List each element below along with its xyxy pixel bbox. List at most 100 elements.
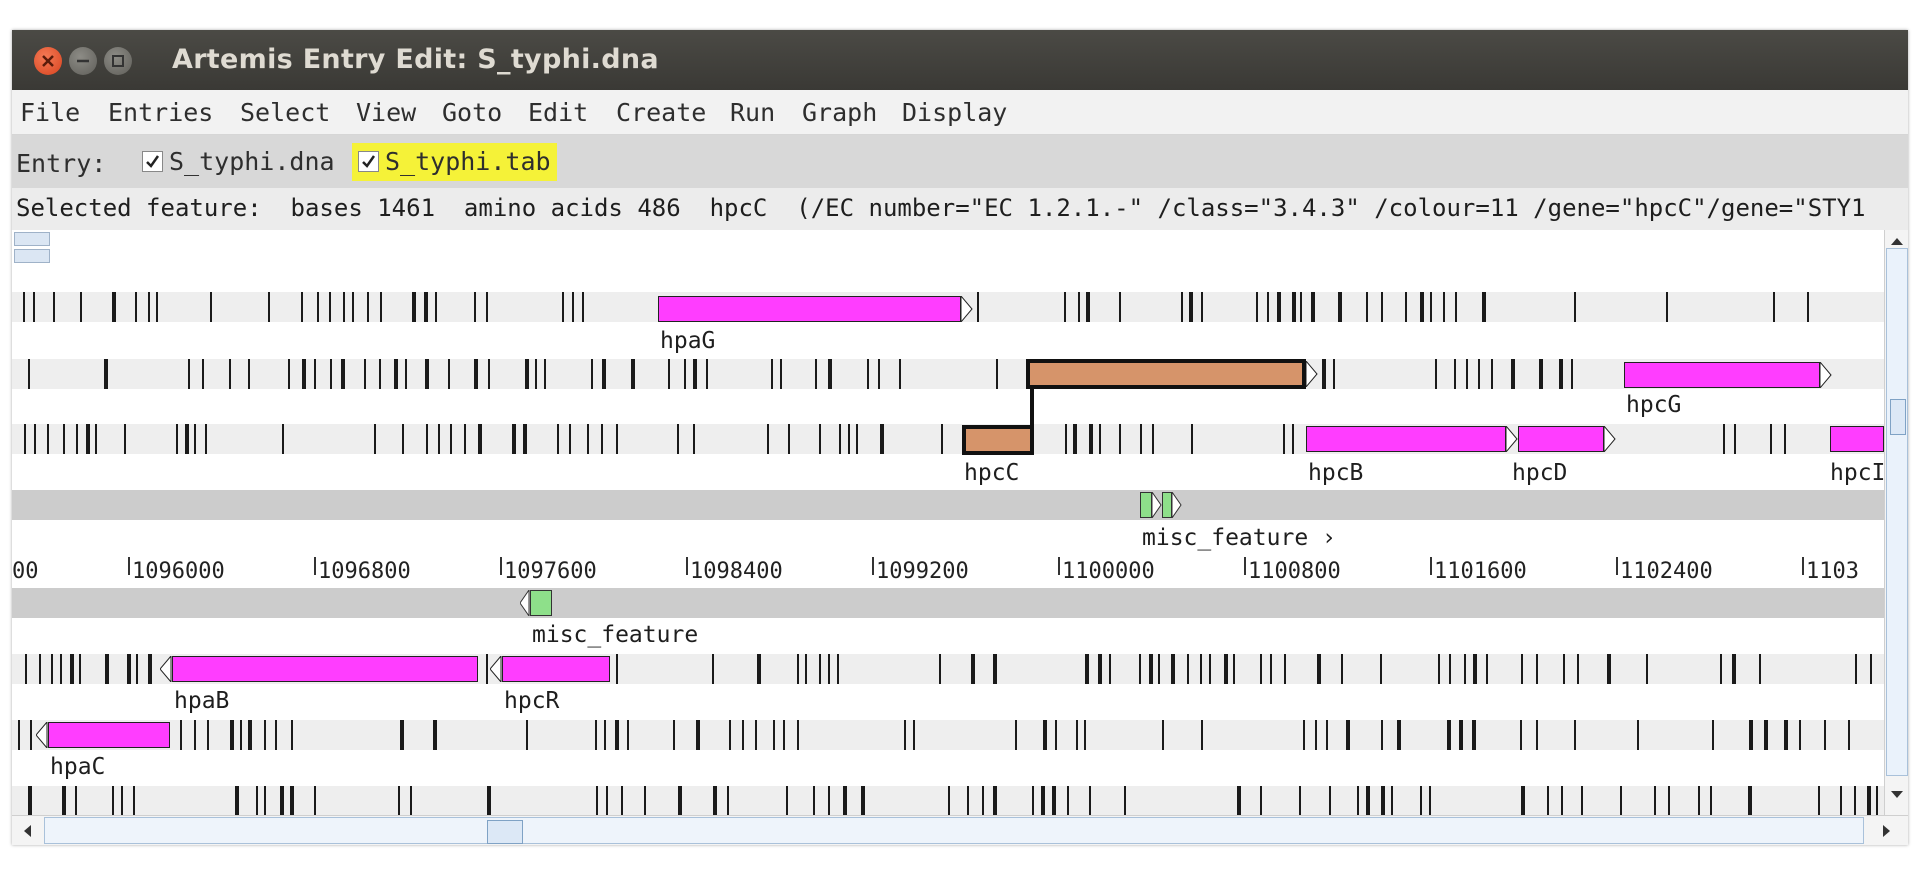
stop-codon-mark bbox=[1758, 654, 1761, 684]
stop-codon-mark bbox=[856, 424, 859, 454]
stop-codon-mark bbox=[27, 786, 32, 815]
horizontal-scrollbar[interactable] bbox=[12, 815, 1908, 845]
arrow-down-icon[interactable] bbox=[1887, 788, 1907, 810]
cds-feature[interactable] bbox=[1624, 362, 1820, 388]
stop-codon-mark bbox=[1464, 654, 1467, 684]
cds-feature[interactable] bbox=[658, 296, 961, 322]
stop-codon-mark bbox=[1063, 292, 1066, 322]
entry-checkbox[interactable] bbox=[142, 151, 163, 172]
stop-codon-mark bbox=[912, 720, 915, 750]
entry-checkbox[interactable] bbox=[358, 151, 379, 172]
arrow-right-icon bbox=[961, 296, 973, 322]
cds-feature[interactable] bbox=[1518, 426, 1604, 452]
stop-codon-mark bbox=[1097, 654, 1102, 684]
stop-codon-mark bbox=[678, 786, 682, 815]
stop-codon-mark bbox=[1328, 786, 1331, 815]
entry-s-typhi-tab[interactable]: S_typhi.tab bbox=[352, 143, 557, 181]
stop-codon-mark bbox=[79, 292, 82, 322]
menu-edit[interactable]: Edit bbox=[528, 98, 589, 127]
stop-codon-mark bbox=[1486, 654, 1489, 684]
zoom-in-button[interactable] bbox=[14, 232, 50, 246]
menu-entries[interactable]: Entries bbox=[108, 98, 214, 127]
stop-codon-mark bbox=[600, 424, 603, 454]
menu-file[interactable]: File bbox=[20, 98, 81, 127]
stop-codon-mark bbox=[818, 654, 821, 684]
stop-codon-mark bbox=[156, 292, 159, 322]
stop-codon-mark bbox=[1366, 786, 1371, 815]
selected-feature-text: Selected feature: bases 1461 amino acids… bbox=[16, 194, 1866, 222]
stop-codon-mark bbox=[1574, 720, 1577, 750]
stop-codon-mark bbox=[643, 786, 646, 815]
cds-feature[interactable] bbox=[172, 656, 478, 682]
stop-codon-mark bbox=[525, 359, 530, 389]
stop-codon-mark bbox=[992, 786, 997, 815]
stop-codon-mark bbox=[1867, 786, 1872, 815]
menu-graph[interactable]: Graph bbox=[802, 98, 878, 127]
cds-feature[interactable] bbox=[1830, 426, 1884, 452]
stop-codon-mark bbox=[556, 424, 559, 454]
close-button[interactable] bbox=[34, 47, 62, 75]
stop-codon-mark bbox=[112, 292, 117, 322]
stop-codon-mark bbox=[1784, 424, 1787, 454]
cds-feature[interactable] bbox=[48, 722, 170, 748]
stop-codon-mark bbox=[1570, 359, 1573, 389]
stop-codon-mark bbox=[786, 786, 789, 815]
scroll-grip[interactable] bbox=[1890, 399, 1906, 435]
menu-display[interactable]: Display bbox=[902, 98, 1008, 127]
stop-codon-mark bbox=[1390, 786, 1393, 815]
stop-codon-mark bbox=[229, 720, 234, 750]
stop-codon-mark bbox=[1291, 292, 1296, 322]
vertical-scroll-thumb[interactable] bbox=[1886, 248, 1908, 776]
minimize-button[interactable] bbox=[69, 47, 97, 75]
selected-feature-bar: Selected feature: bases 1461 amino acids… bbox=[12, 188, 1908, 228]
misc-feature[interactable] bbox=[1162, 492, 1172, 518]
stop-codon-mark bbox=[1051, 786, 1056, 815]
misc-feature[interactable] bbox=[1140, 492, 1152, 518]
stop-codon-mark bbox=[797, 720, 800, 750]
stop-codon-mark bbox=[1209, 654, 1212, 684]
cds-feature[interactable] bbox=[502, 656, 610, 682]
stop-codon-mark bbox=[133, 786, 136, 815]
arrow-left-icon[interactable] bbox=[20, 822, 34, 840]
stop-codon-mark bbox=[1577, 654, 1580, 684]
stop-codon-mark bbox=[147, 292, 150, 322]
menu-create[interactable]: Create bbox=[616, 98, 707, 127]
stop-codon-mark bbox=[770, 359, 773, 389]
stop-codon-mark bbox=[1223, 654, 1228, 684]
feature-display[interactable]: hpaG hpcG hpcC hpcB hpcD hpcI misc_featu… bbox=[12, 230, 1884, 815]
stop-codon-mark bbox=[1381, 292, 1384, 322]
scroll-grip[interactable] bbox=[487, 820, 523, 844]
check-icon bbox=[362, 155, 376, 168]
feature-label: hpcG bbox=[1626, 392, 1682, 418]
arrow-right-icon[interactable] bbox=[1880, 822, 1894, 840]
vertical-scrollbar[interactable] bbox=[1884, 230, 1908, 815]
cds-feature[interactable] bbox=[1306, 426, 1506, 452]
stop-codon-mark bbox=[1824, 720, 1827, 750]
stop-codon-mark bbox=[1405, 292, 1408, 322]
misc-feature[interactable] bbox=[530, 590, 552, 616]
stop-codon-mark bbox=[562, 292, 565, 322]
menu-run[interactable]: Run bbox=[730, 98, 776, 127]
stop-codon-mark bbox=[1086, 292, 1091, 322]
arrow-up-icon[interactable] bbox=[1887, 234, 1907, 256]
cds-feature-selected[interactable] bbox=[1026, 359, 1306, 389]
zoom-out-button[interactable] bbox=[14, 249, 50, 263]
stop-codon-mark bbox=[1162, 720, 1165, 750]
stop-codon-mark bbox=[741, 720, 744, 750]
menu-view[interactable]: View bbox=[356, 98, 417, 127]
stop-codon-mark bbox=[209, 292, 212, 322]
maximize-button[interactable] bbox=[104, 47, 132, 75]
entry-s-typhi-dna[interactable]: S_typhi.dna bbox=[136, 143, 341, 181]
stop-codon-mark bbox=[449, 424, 452, 454]
stop-codon-mark bbox=[1538, 359, 1543, 389]
cds-feature-selected[interactable] bbox=[962, 425, 1034, 455]
stop-codon-mark bbox=[1560, 786, 1563, 815]
stop-codon-mark bbox=[828, 359, 833, 389]
stop-codon-mark bbox=[1396, 720, 1401, 750]
stop-codon-mark bbox=[18, 720, 21, 750]
stop-codon-mark bbox=[426, 424, 429, 454]
menu-select[interactable]: Select bbox=[240, 98, 331, 127]
menu-goto[interactable]: Goto bbox=[442, 98, 503, 127]
horizontal-scroll-thumb[interactable] bbox=[44, 817, 1864, 844]
stop-codon-mark bbox=[1326, 720, 1329, 750]
